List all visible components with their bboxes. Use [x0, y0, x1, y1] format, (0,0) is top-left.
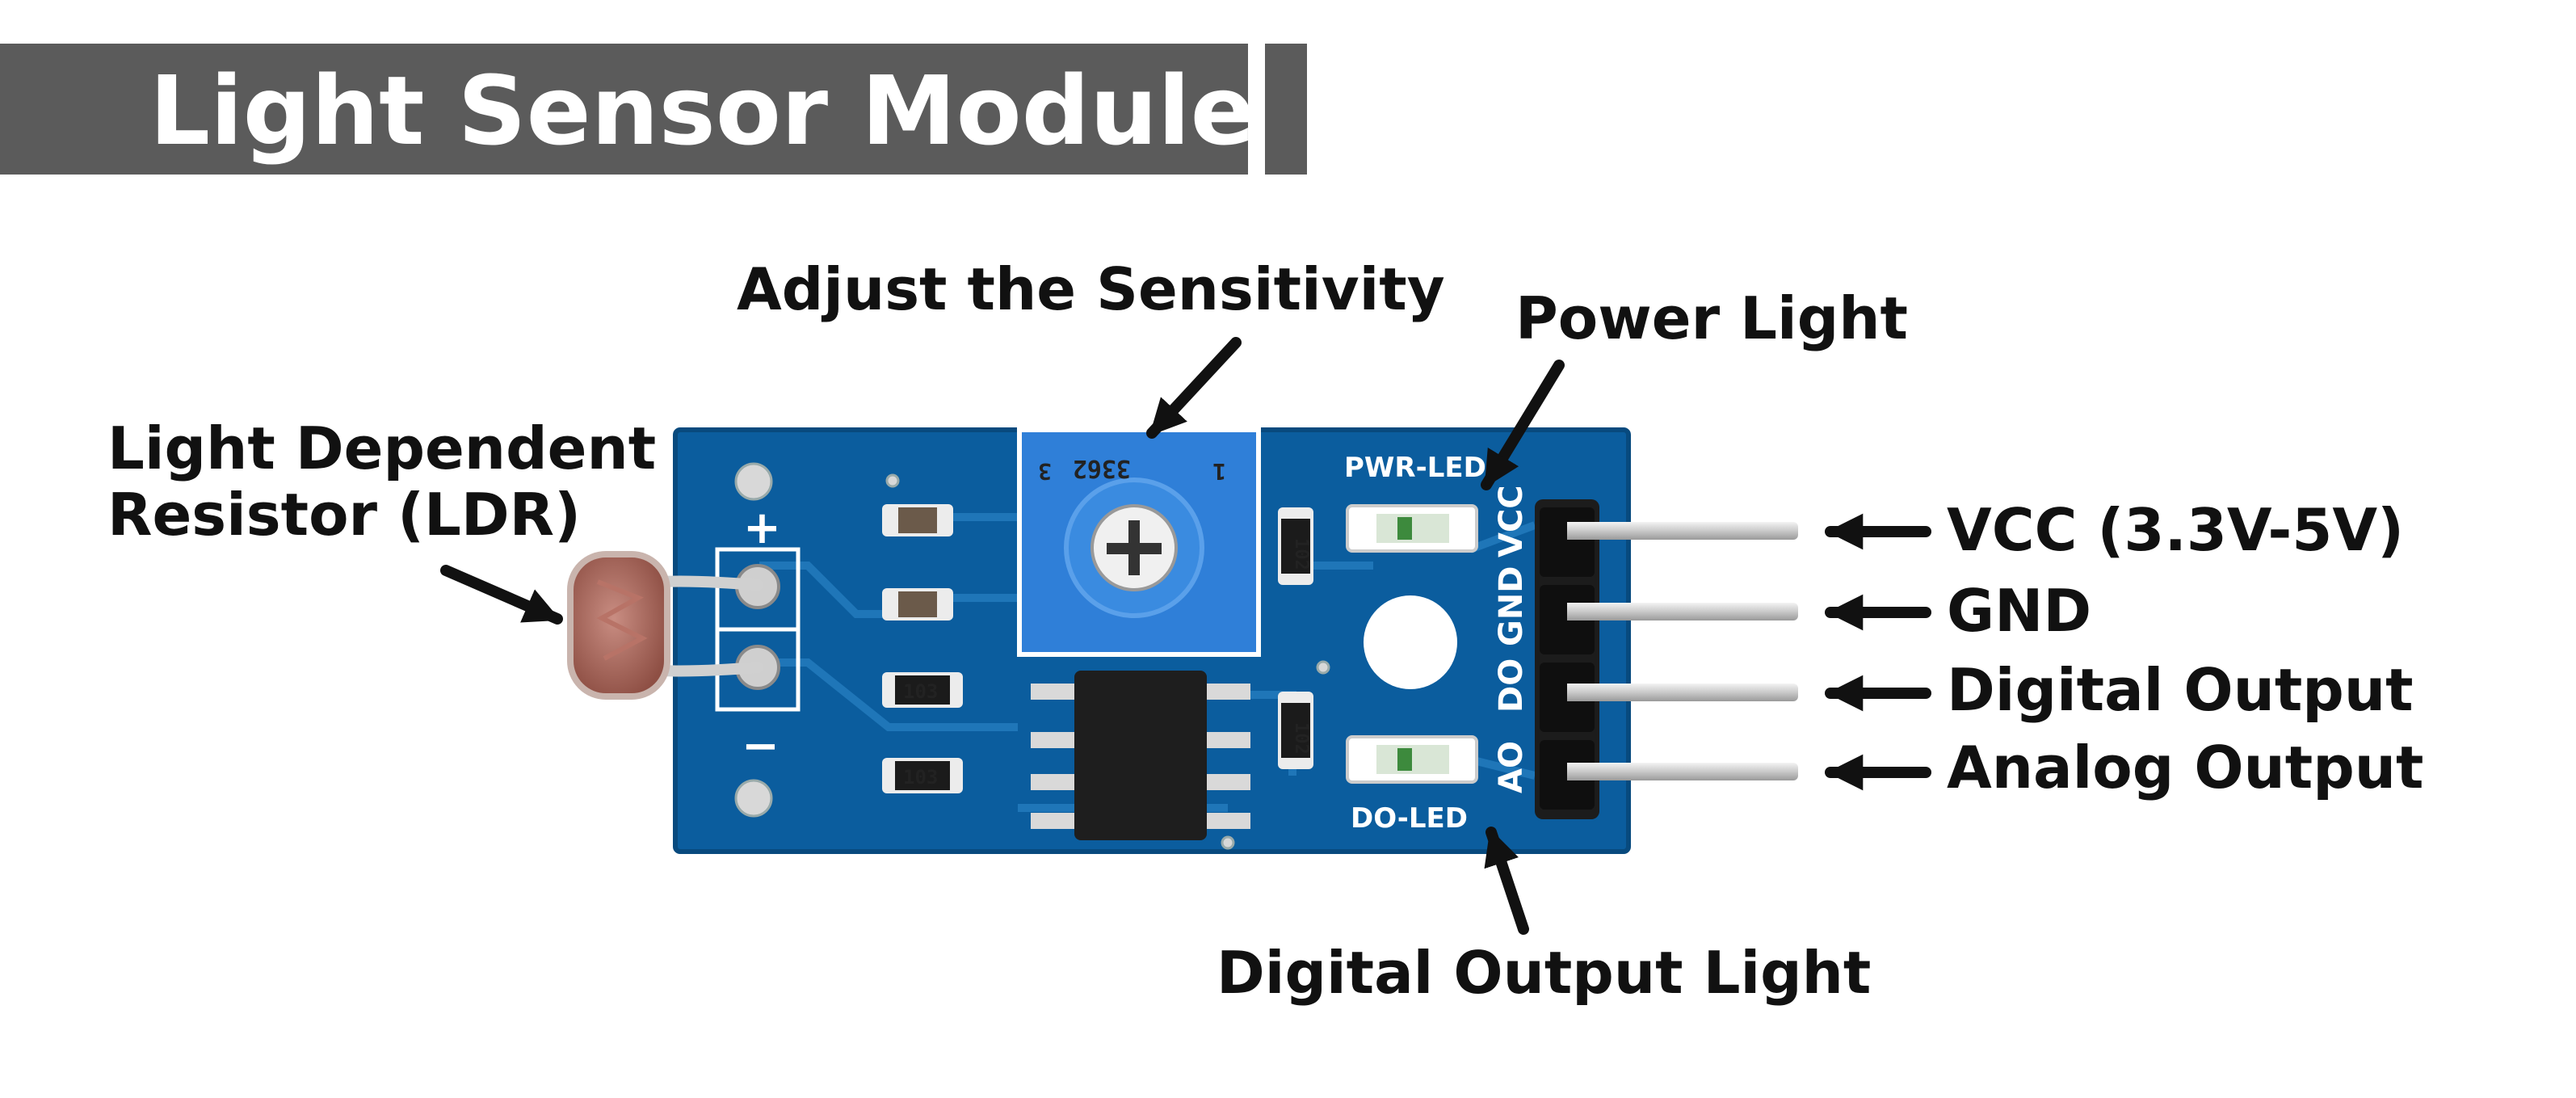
potentiometer [1017, 427, 1261, 657]
pot-code: 3362 [1073, 454, 1131, 482]
ldr-label-line1: Light Dependent [107, 414, 657, 482]
do-led [1346, 735, 1478, 784]
smd-resistors-103 [882, 672, 963, 793]
pot-pin-3: 3 [1038, 458, 1052, 485]
smd-capacitors [882, 504, 953, 621]
pin-marking-do: DO [1493, 658, 1530, 713]
pin-label-vcc: VCC (3.3V-5V) [1947, 496, 2405, 564]
pin-label-do: Digital Output [1947, 656, 2414, 724]
pin-label-ao: Analog Output [1947, 734, 2424, 801]
pot-pin-1: 1 [1212, 458, 1226, 485]
vias [734, 462, 1330, 850]
comparator-ic [1031, 671, 1250, 840]
ldr-label-line2: Resistor (LDR) [107, 481, 582, 549]
arrow-sensitivity [1146, 337, 1242, 439]
pin-label-gnd: GND [1947, 577, 2092, 645]
mounting-hole [1364, 595, 1457, 689]
do-led-marking: DO-LED [1351, 802, 1468, 835]
pin-marking-ao: AO [1493, 741, 1530, 793]
pin-marking-vcc: VCC [1493, 485, 1530, 557]
pwr-led-marking: PWR-LED [1344, 452, 1486, 484]
page-title: Light Sensor Module [149, 55, 1255, 166]
sensitivity-label: Adjust the Sensitivity [737, 255, 1445, 323]
resistor-label-102-b: 102 [1291, 722, 1311, 755]
plus-marking: + [743, 502, 781, 554]
smd-resistors-102 [1278, 507, 1313, 769]
digital-output-light-label: Digital Output Light [1217, 939, 1872, 1007]
title-banner-tab [1265, 44, 1307, 175]
arrow-power-light [1481, 360, 1565, 490]
header-pins [1535, 499, 1798, 819]
minus-marking: − [742, 720, 780, 772]
power-light-label: Power Light [1515, 284, 1908, 352]
resistor-label-102-a: 102 [1291, 538, 1311, 570]
callout-arrows [440, 337, 1931, 935]
resistor-label-103-b: 103 [903, 766, 938, 789]
pin-marking-gnd: GND [1493, 566, 1530, 646]
power-led [1346, 504, 1478, 553]
title-banner [0, 44, 1248, 175]
arrow-ldr [440, 565, 563, 625]
arrow-digital-output-light [1484, 827, 1529, 935]
resistor-label-103-a: 103 [903, 680, 938, 703]
ldr-component [567, 551, 763, 700]
